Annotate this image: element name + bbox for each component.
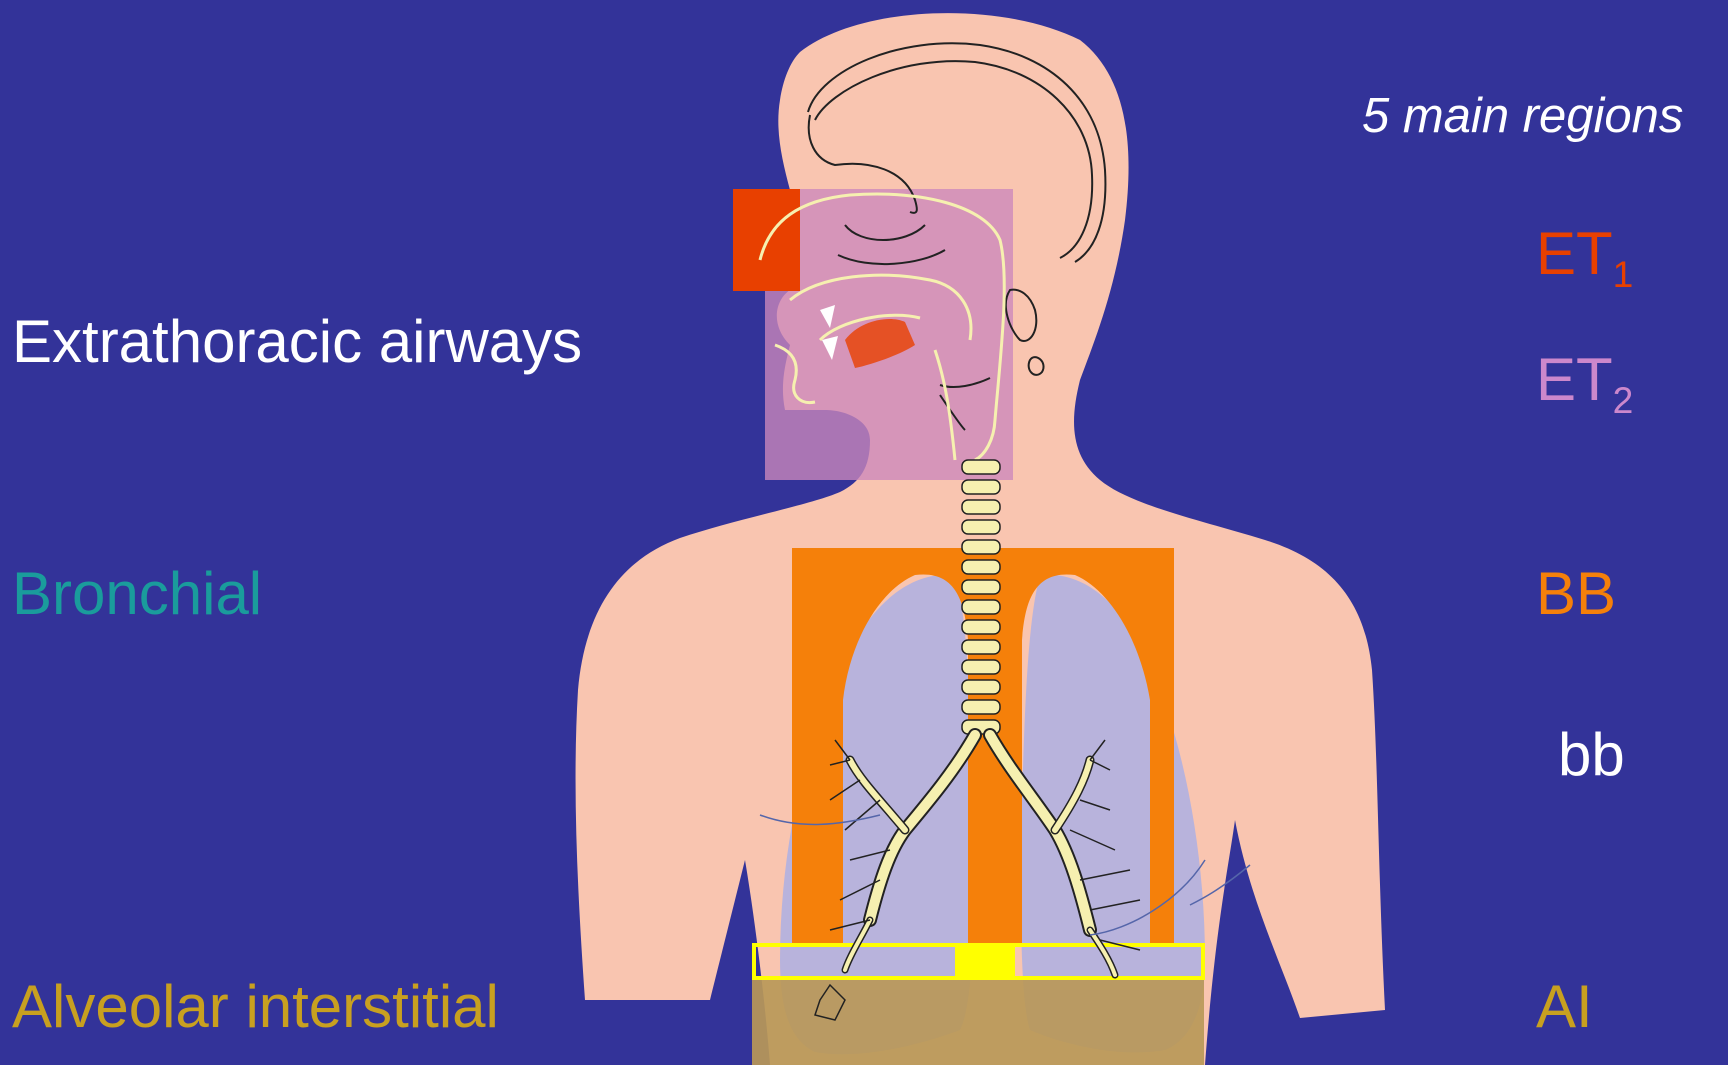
regions-heading: 5 main regions — [1362, 92, 1683, 141]
region-bb-small-code: bb — [1558, 725, 1625, 785]
alveolar-label: Alveolar interstitial — [12, 977, 499, 1037]
region-et1-main: ET — [1536, 220, 1613, 287]
region-et2-sub: 2 — [1613, 379, 1634, 421]
region-et2-main: ET — [1536, 346, 1613, 413]
region-bb-code: BB — [1536, 564, 1616, 624]
region-et1-sub: 1 — [1613, 253, 1634, 295]
region-ai-code: AI — [1536, 977, 1593, 1037]
extrathoracic-label: Extrathoracic airways — [12, 312, 582, 372]
region-ai-box — [752, 978, 1204, 1065]
region-ai-highlight — [955, 945, 1015, 978]
region-et2-code: ET2 — [1536, 350, 1633, 410]
region-et1-code: ET1 — [1536, 224, 1633, 284]
bronchial-label: Bronchial — [12, 564, 262, 624]
